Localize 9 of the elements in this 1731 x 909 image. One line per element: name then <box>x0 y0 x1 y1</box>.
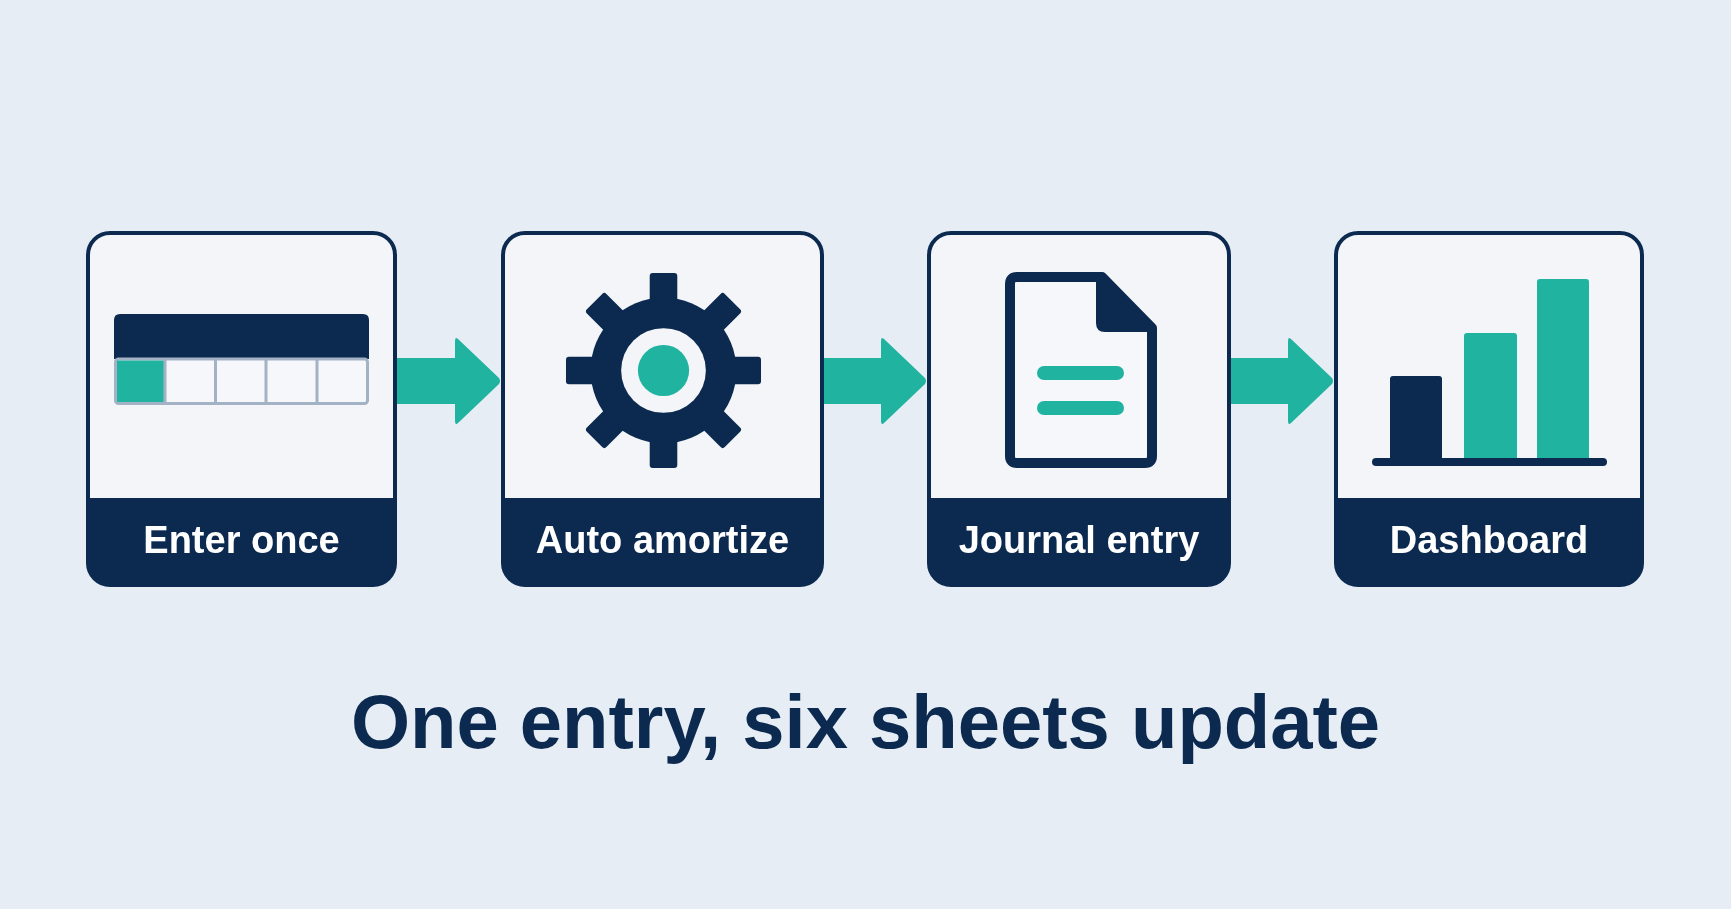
step-card <box>501 231 824 587</box>
step-label: Journal entry <box>958 519 1200 562</box>
step-label: Enter once <box>143 519 340 562</box>
step-card <box>86 231 397 587</box>
step-card <box>927 231 1231 587</box>
step-label: Auto amortize <box>535 519 790 562</box>
step-card <box>1334 231 1644 587</box>
heading: One entry, six sheets update <box>350 679 1381 764</box>
step-label: Dashboard <box>1389 519 1589 562</box>
